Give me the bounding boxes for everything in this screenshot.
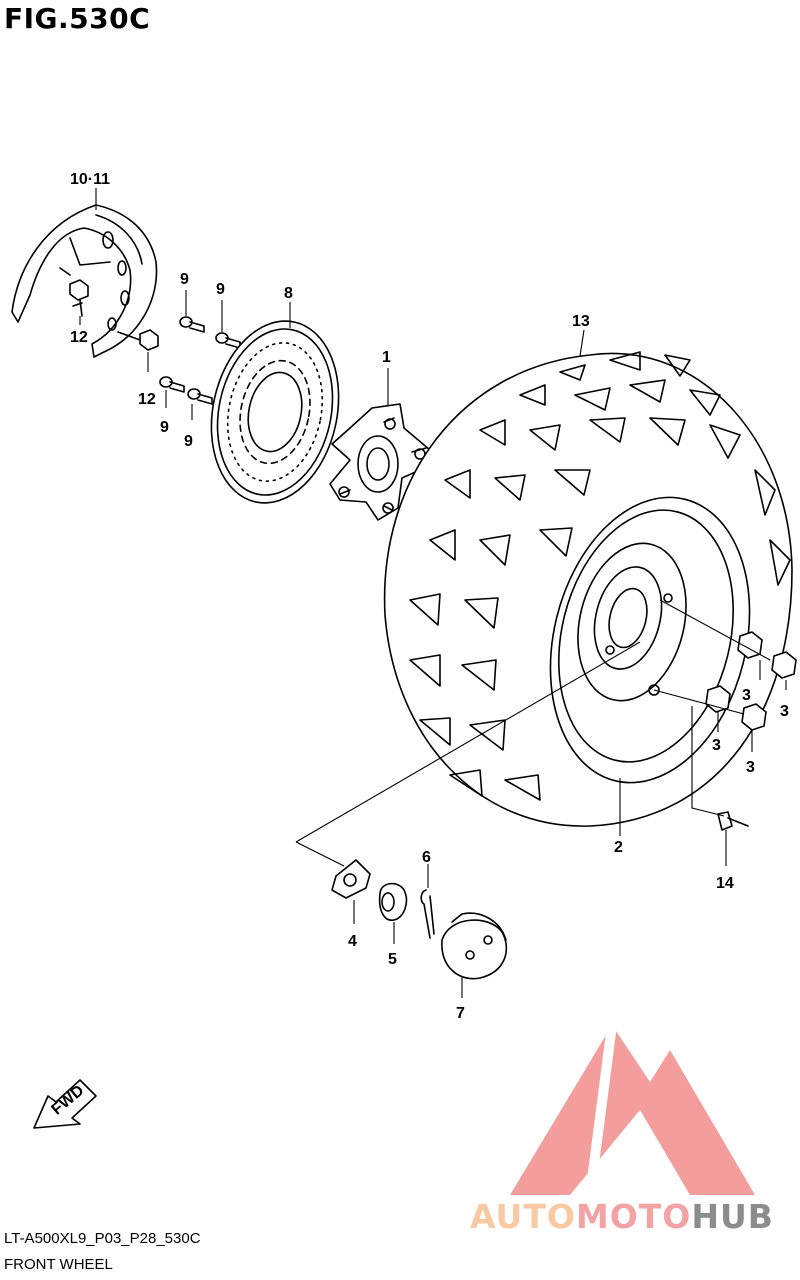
callout-label: 6 <box>422 849 431 866</box>
callout-label: 12 <box>138 391 156 408</box>
callout-label: 2 <box>614 839 623 856</box>
callout-label: 1 <box>382 349 391 366</box>
callout-label: 7 <box>456 1005 465 1022</box>
wheel-hub <box>329 403 431 521</box>
bolt-12-lower <box>117 329 159 351</box>
bolt-9-c <box>159 376 185 393</box>
brake-disc <box>210 320 340 504</box>
forward-direction-arrow-icon: FWD <box>33 1079 97 1129</box>
callout-label: 5 <box>388 951 397 968</box>
wheel-nut-2 <box>771 651 797 679</box>
callout-label: 3 <box>746 759 755 776</box>
watermark-logo-icon <box>510 1024 755 1196</box>
callout-label: 12 <box>70 329 88 346</box>
callout-label: 9 <box>216 281 225 298</box>
footer-diagram-code: LT-A500XL9_P03_P28_530C <box>4 1230 201 1247</box>
tire-valve <box>717 811 749 831</box>
callout-label: 13 <box>572 313 590 330</box>
wheel-rim <box>549 496 751 784</box>
callout-label: 9 <box>180 271 189 288</box>
bolt-9-b <box>215 332 241 349</box>
callout-label: 3 <box>712 737 721 754</box>
watermark-text: AUTOMOTOHUB <box>470 1197 774 1236</box>
bolt-9-a <box>179 316 205 333</box>
callout-label: 4 <box>348 933 357 950</box>
watermark-part-moto: MOTO <box>576 1197 691 1236</box>
callout-label: 10·11 <box>70 171 110 188</box>
watermark-part-auto: AUTO <box>470 1197 576 1236</box>
callout-label: 9 <box>160 419 169 436</box>
footer-diagram-name: FRONT WHEEL <box>4 1256 113 1273</box>
callout-labels: 10·11 9 9 8 12 12 9 9 1 13 3 3 3 3 3 3 2… <box>70 171 789 1022</box>
bolt-12-upper <box>69 279 89 317</box>
bolt-9-d <box>187 388 213 405</box>
washer-plate <box>331 859 371 899</box>
callout-label: 9 <box>184 433 193 450</box>
wheel-nut-4 <box>741 703 767 731</box>
watermark-part-hub: HUB <box>691 1197 774 1236</box>
hub-cap <box>441 912 508 980</box>
castle-nut <box>378 882 408 921</box>
callout-label: 3 <box>780 703 789 720</box>
leader-lines <box>79 188 787 998</box>
callout-label: 3 <box>742 687 751 704</box>
figure-title: FIG.530C <box>4 2 151 35</box>
cotter-pin <box>420 889 435 939</box>
brake-disc-cover <box>11 204 158 358</box>
callout-label: 14 <box>716 875 734 892</box>
callout-label: 8 <box>284 285 293 302</box>
